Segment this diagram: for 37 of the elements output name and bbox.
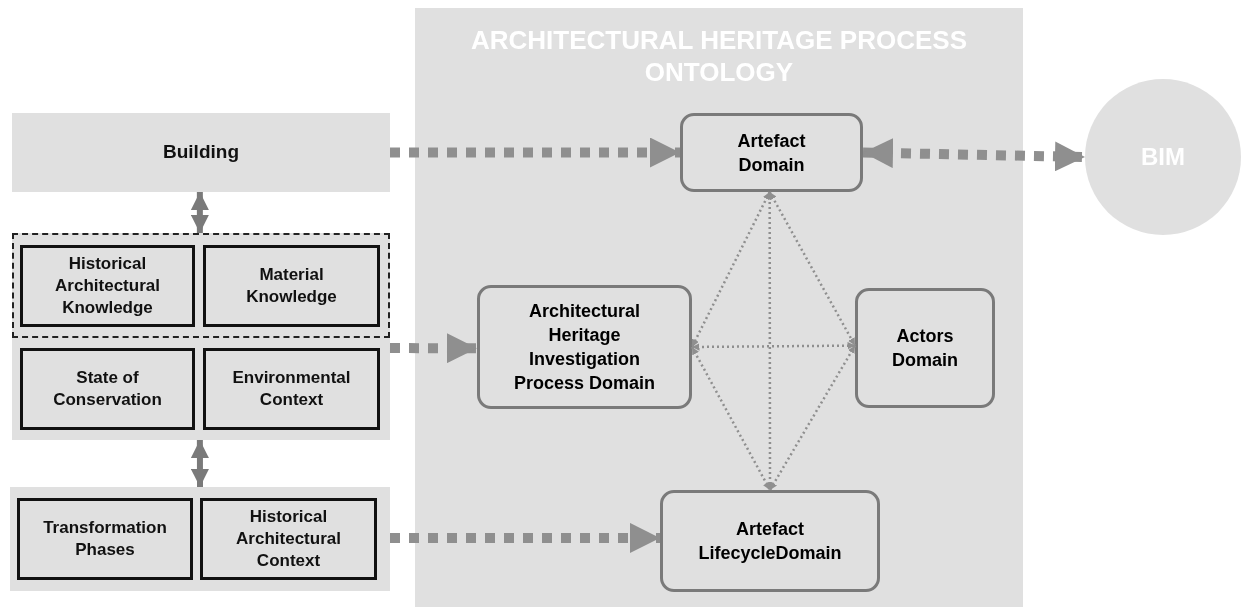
node-label: Historical Architectural Context [235,506,342,572]
dashed-arrow [390,522,660,553]
node-label: Artefact LifecycleDomain [697,518,843,565]
knowledge-box [20,245,195,327]
node-label: Artefact Domain [736,129,807,177]
dashed-group-frame [12,233,390,338]
domain-box [680,113,863,192]
double-arrow [190,192,209,233]
node-label: Transformation Phases [42,517,168,561]
dashed-arrow [690,346,772,491]
node-label: Building [163,140,239,165]
domain-box [855,288,995,408]
knowledge-box [203,348,380,430]
knowledge-box [17,498,193,580]
domain-box [477,285,692,409]
domain-box [660,490,880,592]
group-panel [10,487,390,591]
node-label: Historical Architectural Knowledge [54,253,161,319]
knowledge-box [20,348,195,430]
dashed-arrow [768,344,857,491]
dashed-arrow [390,137,680,168]
node-label: Architectural Heritage Investigation Process Domain [512,300,657,395]
node-label: State of Conservation [52,367,163,411]
knowledge-box [200,498,377,580]
dashed-arrow [862,138,1086,172]
knowledge-box [203,245,380,327]
building-band [12,113,390,192]
dashed-arrow [390,333,477,364]
double-arrow [190,440,209,487]
dashed-arrow [692,341,855,351]
node-label: Environmental Context [231,367,352,411]
dashed-arrow [690,191,771,348]
node-label: Actors Domain [891,325,959,372]
dashed-arrow [768,191,857,347]
group-panel [12,233,390,440]
ontology-panel [415,8,1023,607]
node-label: Material Knowledge [245,264,338,308]
